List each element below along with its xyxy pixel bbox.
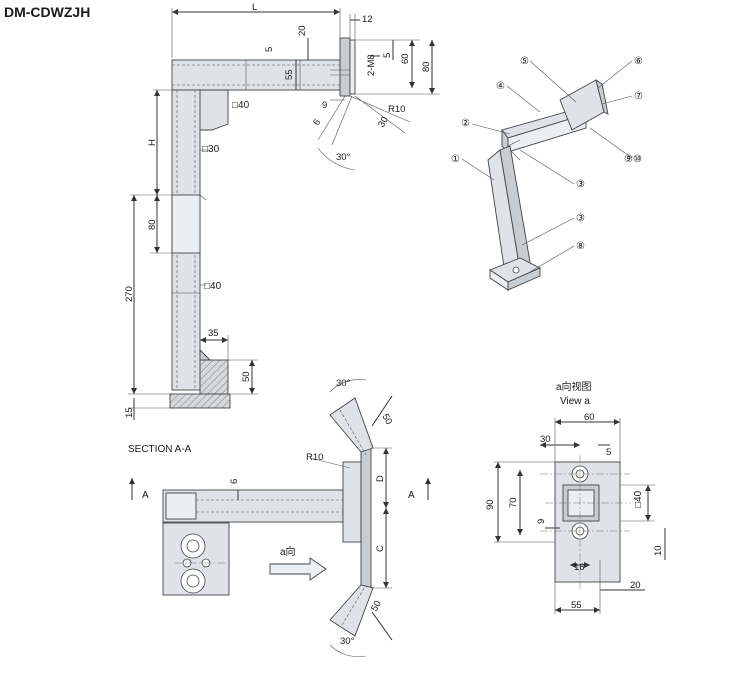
callout-4: ④ bbox=[496, 81, 505, 92]
callout-7: ⑦ bbox=[634, 91, 643, 102]
dim-12: 12 bbox=[362, 14, 373, 25]
label-sq40-b: □40 bbox=[204, 281, 222, 292]
label-sq40-a: □40 bbox=[232, 100, 250, 111]
dim-35: 35 bbox=[208, 328, 219, 339]
dim-H: H bbox=[147, 139, 158, 146]
view-a-arrow bbox=[269, 557, 327, 581]
dim-270: 270 bbox=[124, 286, 135, 302]
dim-view-9: 9 bbox=[536, 519, 547, 524]
dim-view-20: 20 bbox=[630, 580, 641, 591]
front-horizontal-arm bbox=[171, 59, 341, 91]
dim-80: 80 bbox=[421, 61, 432, 72]
dim-view-30: 30 bbox=[540, 434, 551, 445]
section-lower-angle bbox=[329, 584, 374, 637]
dim-9: 9 bbox=[322, 100, 327, 111]
dim-30: 30 bbox=[376, 115, 391, 130]
dim-5b: 5 bbox=[382, 53, 393, 58]
dim-view-55: 55 bbox=[571, 600, 582, 611]
callout-3b: ③ bbox=[576, 213, 585, 224]
dim-section-6: 6 bbox=[229, 479, 240, 484]
dim-5: 5 bbox=[264, 47, 275, 52]
dim-55: 55 bbox=[284, 69, 295, 80]
dim-L: L bbox=[252, 2, 257, 13]
section-plate bbox=[342, 461, 362, 543]
section-mounting-plate bbox=[360, 447, 372, 589]
front-view bbox=[128, 8, 440, 420]
dim-view-70: 70 bbox=[508, 497, 519, 508]
section-upper-angle bbox=[329, 397, 374, 453]
dim-2-M8: 2-M8 bbox=[366, 54, 377, 76]
callout-9-10: ⑨⑩ bbox=[624, 154, 642, 165]
callout-6: ⑥ bbox=[634, 56, 643, 67]
dim-60: 60 bbox=[400, 53, 411, 64]
dim-R10: R10 bbox=[388, 104, 405, 115]
dim-50: 50 bbox=[241, 371, 252, 382]
view-a-title-cn: a向视图 bbox=[556, 380, 592, 393]
dim-view-90: 90 bbox=[485, 499, 496, 510]
callout-2: ② bbox=[461, 118, 470, 129]
dim-section-50-bottom: 50 bbox=[369, 599, 384, 614]
callout-1: ① bbox=[451, 154, 460, 165]
drawing-title: DM-CDWZJH bbox=[4, 4, 91, 20]
callout-3a: ③ bbox=[576, 179, 585, 190]
view-a-label: a向 bbox=[280, 545, 296, 558]
dim-view-5: 5 bbox=[606, 447, 611, 458]
section-label: SECTION A-A bbox=[128, 444, 192, 455]
dim-20: 20 bbox=[297, 25, 308, 36]
label-sq30: □30 bbox=[202, 144, 220, 155]
section-view bbox=[129, 379, 431, 657]
dim-80-vertical: 80 bbox=[147, 219, 158, 230]
front-end-plate bbox=[339, 37, 351, 97]
section-A-left: A bbox=[142, 490, 149, 501]
callout-5: ⑤ bbox=[520, 56, 529, 67]
isometric-view bbox=[461, 60, 633, 291]
dim-view-10: 10 bbox=[653, 545, 664, 556]
view-a-plate bbox=[554, 461, 621, 583]
dim-section-angle-30-bottom: 30° bbox=[340, 636, 355, 647]
dim-15: 15 bbox=[124, 407, 135, 418]
dim-section-angle-30-top: 30° bbox=[336, 378, 351, 389]
view-a bbox=[494, 418, 666, 614]
front-bracket bbox=[195, 89, 229, 131]
dim-C: C bbox=[375, 545, 386, 552]
dim-view-60: 60 bbox=[584, 412, 595, 423]
dim-angle-30: 30° bbox=[336, 152, 351, 163]
callout-8: ⑧ bbox=[576, 241, 585, 252]
dim-section-50-top: 50 bbox=[379, 412, 394, 427]
label-view-sq40: □40 bbox=[633, 490, 644, 508]
dim-view-16: 16 bbox=[574, 562, 585, 573]
dim-6: 6 bbox=[311, 117, 323, 127]
dim-D: D bbox=[375, 475, 386, 482]
front-foot-hatched bbox=[199, 359, 229, 395]
section-A-right: A bbox=[408, 490, 415, 501]
dim-section-R10: R10 bbox=[306, 452, 323, 463]
view-a-title-en: View a bbox=[560, 396, 590, 407]
